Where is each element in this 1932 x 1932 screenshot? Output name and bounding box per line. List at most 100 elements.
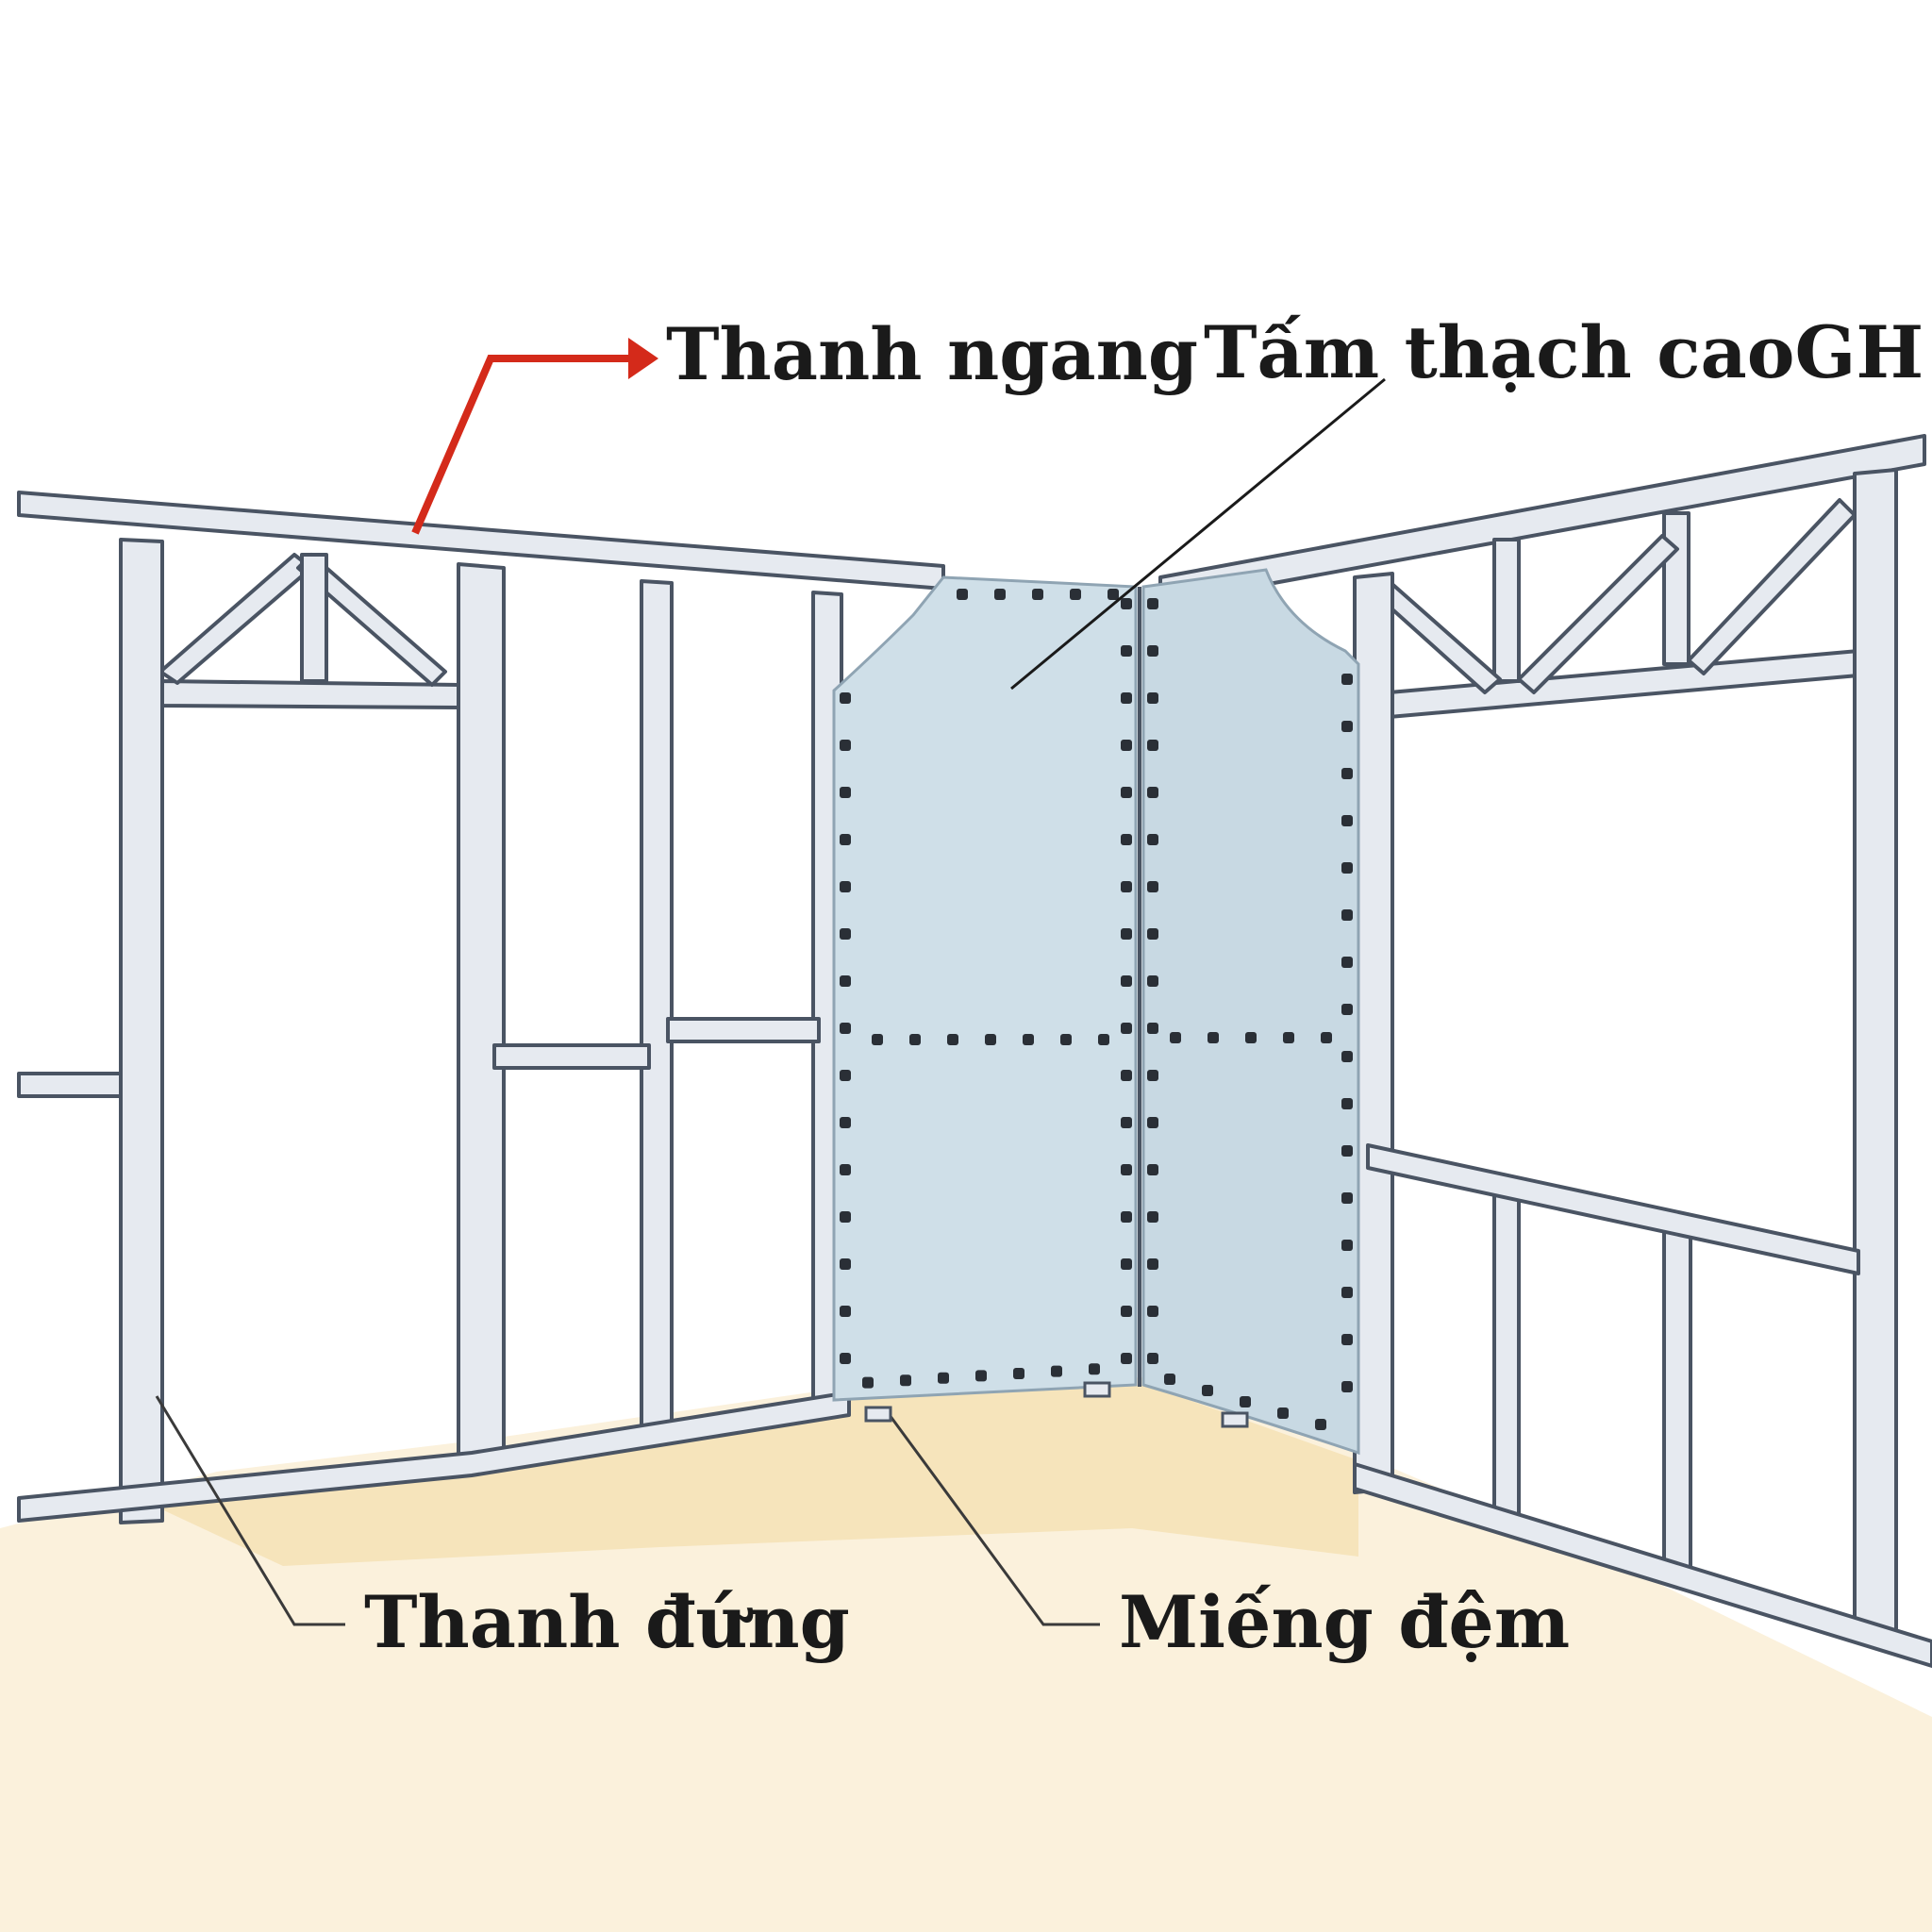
screw <box>1147 692 1158 704</box>
screw <box>1121 1211 1132 1223</box>
gypsum-board-right <box>1143 570 1358 1453</box>
screw <box>840 834 851 845</box>
header-rail <box>1368 651 1858 719</box>
screw <box>1164 1374 1175 1385</box>
pad <box>1223 1413 1247 1426</box>
screw <box>1147 975 1158 987</box>
screw <box>1341 1098 1353 1109</box>
nogging <box>668 1019 819 1041</box>
screw <box>840 1353 851 1364</box>
label-top-rail: Thanh ngang <box>666 319 1198 391</box>
screw <box>1121 1070 1132 1081</box>
stud <box>1664 1217 1690 1585</box>
screw <box>1013 1368 1024 1379</box>
screw <box>1341 1287 1353 1298</box>
screw <box>1341 862 1353 874</box>
screw <box>1147 1211 1158 1223</box>
screw <box>1277 1407 1289 1419</box>
screw <box>1147 598 1158 609</box>
screw <box>1121 975 1132 987</box>
screw <box>1208 1032 1219 1043</box>
screw <box>840 881 851 892</box>
screw <box>1341 721 1353 732</box>
screw <box>1245 1032 1257 1043</box>
screw <box>1121 1353 1132 1364</box>
screw <box>994 589 1006 600</box>
truss-post <box>302 555 326 681</box>
stud <box>1855 470 1896 1632</box>
screw <box>1121 881 1132 892</box>
screw <box>1341 815 1353 826</box>
screw <box>872 1034 883 1045</box>
screw <box>1147 834 1158 845</box>
screw <box>975 1370 987 1381</box>
screw <box>1121 1258 1132 1270</box>
top-rail-arrow <box>415 358 638 533</box>
screw <box>1121 645 1132 657</box>
stud <box>1494 1179 1519 1528</box>
screw <box>840 1117 851 1128</box>
screw <box>1341 1145 1353 1157</box>
screw <box>1341 1240 1353 1251</box>
mid-rail-right <box>1368 1145 1858 1274</box>
screw <box>1341 768 1353 779</box>
stud <box>121 540 162 1523</box>
screw <box>840 1258 851 1270</box>
screw <box>1147 928 1158 940</box>
screw <box>1240 1396 1251 1407</box>
screw <box>840 1070 851 1081</box>
screw <box>840 787 851 798</box>
screw <box>1121 598 1132 609</box>
screw <box>1341 674 1353 685</box>
screw <box>1147 1353 1158 1364</box>
screw <box>862 1377 874 1389</box>
screw <box>1032 589 1043 600</box>
label-gypsum-board: Tấm thạch caoGH <box>1204 317 1924 389</box>
nogging <box>19 1074 121 1096</box>
pad <box>1085 1383 1109 1396</box>
screw <box>1147 1070 1158 1081</box>
screw <box>840 1306 851 1317</box>
screw <box>1147 740 1158 751</box>
screw <box>1147 1023 1158 1034</box>
gypsum-boards <box>834 570 1358 1453</box>
truss-post <box>1664 513 1689 664</box>
screw <box>840 740 851 751</box>
screw <box>1121 834 1132 845</box>
screw <box>1341 1004 1353 1015</box>
screw <box>1070 589 1081 600</box>
arrow-head <box>628 338 658 379</box>
screw <box>1341 1051 1353 1062</box>
screw <box>938 1373 949 1384</box>
screw <box>1147 1258 1158 1270</box>
screw <box>1147 881 1158 892</box>
screw <box>1147 645 1158 657</box>
screw <box>840 975 851 987</box>
screw <box>947 1034 958 1045</box>
screw <box>1341 1334 1353 1345</box>
screw <box>840 928 851 940</box>
screw <box>1170 1032 1181 1043</box>
screw <box>900 1374 911 1386</box>
truss-diagonal <box>1689 500 1855 674</box>
screw <box>1121 787 1132 798</box>
screw <box>1108 589 1119 600</box>
screw <box>1121 1164 1132 1175</box>
screw <box>1202 1385 1213 1396</box>
screw <box>1147 1306 1158 1317</box>
screw <box>1315 1419 1326 1430</box>
screw <box>1098 1034 1109 1045</box>
truss-diagonal <box>160 555 311 683</box>
screw <box>1121 1117 1132 1128</box>
label-pad: Miếng đệm <box>1119 1587 1570 1658</box>
screw <box>1341 909 1353 921</box>
screw <box>840 1023 851 1034</box>
screw <box>1147 1164 1158 1175</box>
screw <box>1147 1117 1158 1128</box>
pad <box>866 1407 891 1421</box>
screw <box>1147 787 1158 798</box>
screw <box>1341 1192 1353 1204</box>
screw <box>1121 1306 1132 1317</box>
screw <box>909 1034 921 1045</box>
